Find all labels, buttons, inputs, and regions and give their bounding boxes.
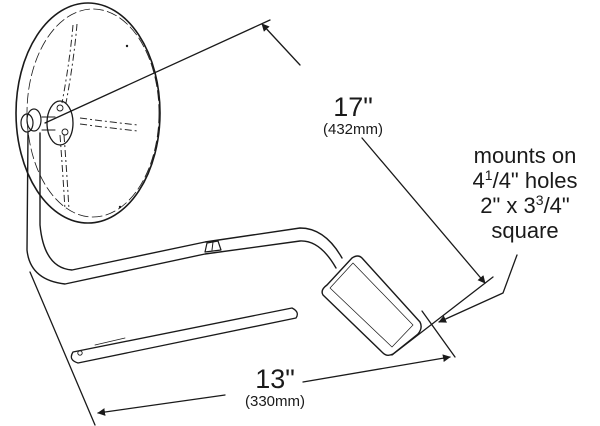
dimension-17in-label: 17" (432mm) (318, 92, 388, 138)
dimension-13in-imperial: 13" (255, 364, 295, 394)
dimension-13in (29, 271, 456, 426)
mount-note: mounts on 41/4" holes 2" x 33/4" square (455, 143, 595, 243)
dimension-17in-metric: (432mm) (322, 121, 383, 138)
dimension-17in (44, 19, 494, 356)
dimension-13in-metric: (330mm) (244, 393, 305, 410)
mount-note-line2: 41/4" holes (472, 167, 578, 193)
dimension-13in-label: 13" (330mm) (230, 364, 320, 410)
mount-note-line4: square (491, 218, 559, 243)
mounting-bracket (321, 255, 422, 356)
dimension-17in-imperial: 17" (333, 92, 373, 122)
mirror-hub (41, 100, 74, 146)
mount-note-line3: 2" x 33/4" (480, 192, 570, 218)
mount-note-leader (438, 254, 518, 323)
mirror-disc (15, 2, 161, 224)
swivel-knob (20, 108, 42, 133)
mounting-arm (26, 132, 343, 285)
support-rod (70, 307, 298, 364)
mount-note-line1: mounts on (473, 143, 577, 168)
